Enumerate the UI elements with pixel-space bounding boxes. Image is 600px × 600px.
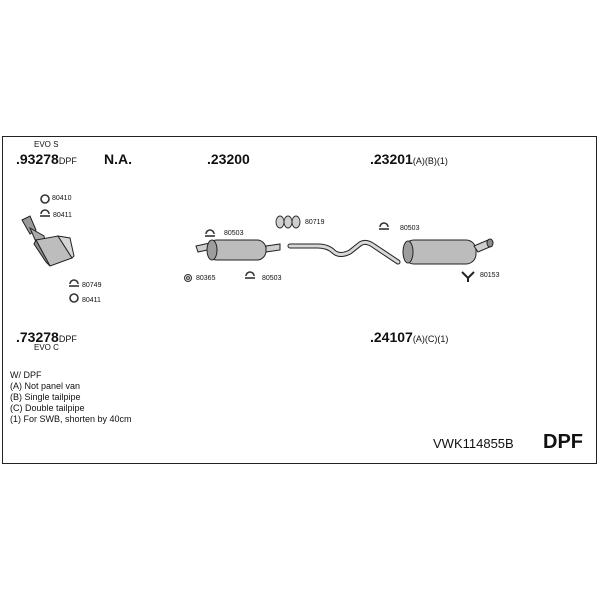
part-number-93278[interactable]: .93278DPF <box>16 151 77 167</box>
front-muffler <box>195 239 281 261</box>
clamp-icons <box>40 194 389 303</box>
dpf-unit <box>21 215 75 267</box>
part-na: N.A. <box>104 151 132 167</box>
nut-icon <box>184 274 192 282</box>
note-c: (C) Double tailpipe <box>10 403 85 413</box>
part-number-23200[interactable]: .23200 <box>207 151 250 167</box>
accessory-80365[interactable]: 80365 <box>196 275 216 282</box>
kit-code: VWK114855B <box>433 436 514 451</box>
part-number-73278[interactable]: .73278DPF <box>16 329 77 345</box>
middle-pipe <box>287 239 401 265</box>
accessory-80410[interactable]: 80410 <box>52 195 72 202</box>
accessory-80503-b[interactable]: 80503 <box>400 225 420 232</box>
variant-evo-c: EVO C <box>34 343 59 352</box>
hanger-icon <box>461 271 475 282</box>
accessory-80411[interactable]: 80411 <box>53 212 72 219</box>
notes-title: W/ DPF <box>10 370 42 380</box>
note-a: (A) Not panel van <box>10 381 81 391</box>
accessory-80153[interactable]: 80153 <box>480 272 500 279</box>
note-1: (1) For SWB, shorten by 40cm <box>10 414 132 424</box>
accessory-80719[interactable]: 80719 <box>305 219 325 226</box>
dpf-tag: DPF <box>543 431 583 453</box>
accessory-80503[interactable]: 80503 <box>224 230 244 237</box>
accessory-80749[interactable]: 80749 <box>82 282 102 289</box>
rear-muffler <box>402 238 494 265</box>
notes-block: W/ DPF (A) Not panel van (B) Single tail… <box>10 370 132 425</box>
diagram-frame <box>2 136 597 464</box>
accessory-80503-c[interactable]: 80503 <box>262 275 282 282</box>
variant-evo-s: EVO S <box>34 140 59 149</box>
accessory-80411-b[interactable]: 80411 <box>82 297 101 304</box>
part-number-24107[interactable]: .24107(A)(C)(1) <box>370 329 449 345</box>
rubber-mount-icon <box>275 215 301 229</box>
part-number-23201[interactable]: .23201(A)(B)(1) <box>370 151 448 167</box>
note-b: (B) Single tailpipe <box>10 392 81 402</box>
